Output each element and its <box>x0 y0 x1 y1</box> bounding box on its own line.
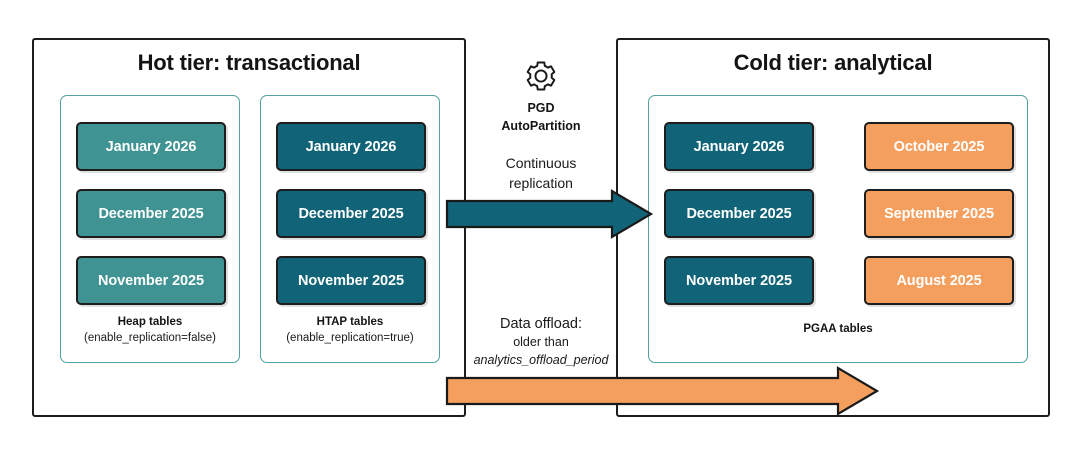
chip-pgaa-november-2025: November 2025 <box>664 256 814 305</box>
chip-htap-december-2025: December 2025 <box>276 189 426 238</box>
htap-tables-caption: HTAP tables (enable_replication=true) <box>261 315 439 346</box>
chip-htap-january-2026: January 2026 <box>276 122 426 171</box>
htap-caption-title: HTAP tables <box>316 316 384 328</box>
continuous-label-line1: Continuous <box>505 155 577 171</box>
chip-pgaa-december-2025: December 2025 <box>664 189 814 238</box>
pgd-label-line1: PGD <box>527 101 555 115</box>
continuous-label-line2: replication <box>509 175 573 192</box>
hot-tier-container: Hot tier: transactional January 2026 Dec… <box>32 38 466 417</box>
chip-pgaa-october-2025: October 2025 <box>864 122 1014 171</box>
continuous-replication-label: Continuous replication <box>466 153 616 194</box>
chip-heap-january-2026: January 2026 <box>76 122 226 171</box>
htap-tables-panel: January 2026 December 2025 November 2025… <box>260 95 440 363</box>
offload-label-line1: Data offload: <box>500 316 582 332</box>
heap-caption-title: Heap tables <box>117 316 183 328</box>
chip-pgaa-september-2025: September 2025 <box>864 189 1014 238</box>
pgaa-tables-caption: PGAA tables <box>649 322 1027 338</box>
chip-heap-november-2025: November 2025 <box>76 256 226 305</box>
gear-icon <box>466 58 616 94</box>
chip-pgaa-august-2025: August 2025 <box>864 256 1014 305</box>
hot-tier-title: Hot tier: transactional <box>137 50 361 75</box>
data-offload-label: Data offload: older than analytics_offlo… <box>454 314 628 369</box>
cold-tier-title: Cold tier: analytical <box>733 50 933 75</box>
chip-pgaa-january-2026: January 2026 <box>664 122 814 171</box>
pgaa-caption-title: PGAA tables <box>803 323 873 335</box>
cold-tier-container: Cold tier: analytical January 2026 Decem… <box>616 38 1050 417</box>
center-annotations: PGD AutoPartition Continuous replication… <box>466 38 616 417</box>
chip-htap-november-2025: November 2025 <box>276 256 426 305</box>
htap-caption-subtitle: (enable_replication=true) <box>286 331 414 344</box>
heap-tables-panel: January 2026 December 2025 November 2025… <box>60 95 240 363</box>
chip-heap-december-2025: December 2025 <box>76 189 226 238</box>
pgd-label-line2: AutoPartition <box>501 118 581 133</box>
heap-tables-caption: Heap tables (enable_replication=false) <box>61 315 239 346</box>
offload-label-line2: older than <box>513 335 569 350</box>
heap-caption-subtitle: (enable_replication=false) <box>83 331 216 344</box>
offload-label-line3: analytics_offload_period <box>473 352 609 367</box>
pgd-autopartition-label: PGD AutoPartition <box>466 100 616 136</box>
pgaa-tables-panel: January 2026 December 2025 November 2025… <box>648 95 1028 363</box>
